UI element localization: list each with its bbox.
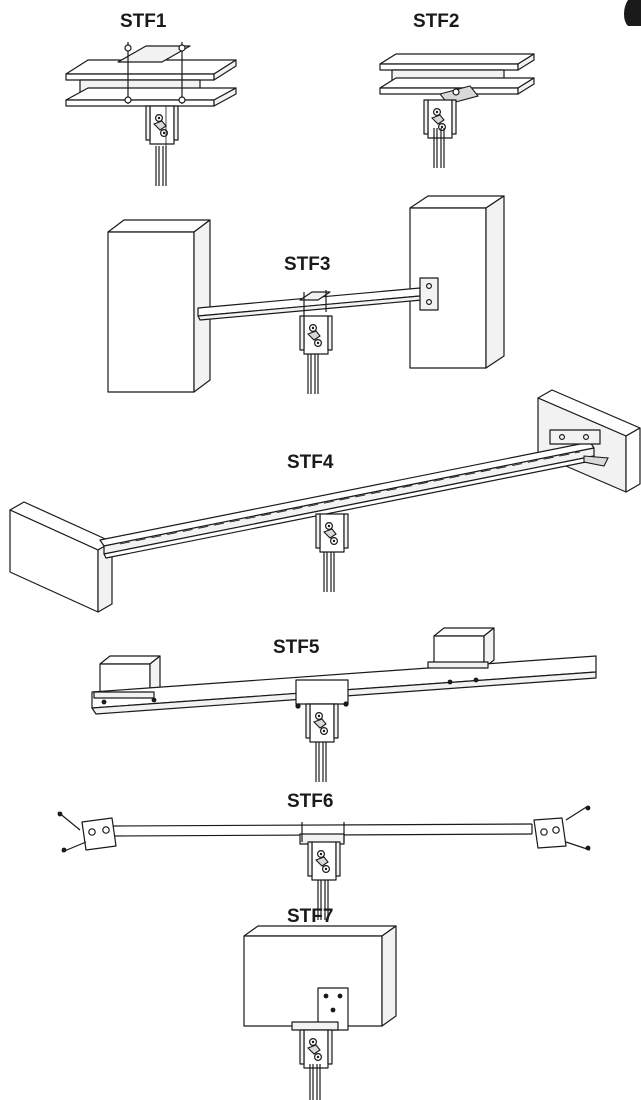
stf2-i-beam (379, 53, 535, 95)
figure-stf5: STF5 (91, 627, 597, 783)
figure-label-stf5: STF5 (273, 637, 320, 658)
stf4-pendant-clamp (315, 513, 349, 553)
stf3-wall-bracket (419, 277, 439, 311)
stf3-cross-clamp (299, 290, 331, 316)
figure-stf3: STF3 (107, 195, 505, 395)
figure-label-stf2: STF2 (413, 11, 459, 32)
stf5-base-plates (93, 661, 489, 705)
figure-label-stf6: STF6 (287, 791, 333, 812)
stf3-pendant-clamp (299, 315, 333, 355)
figure-label-stf4: STF4 (287, 452, 334, 473)
stf3-left-wall-block (107, 219, 211, 393)
stf6-pendant-clamp (307, 841, 341, 881)
stf1-i-beam (65, 59, 237, 107)
stf7-wall-plate (291, 987, 349, 1031)
stf7-pendant-clamp (299, 1029, 333, 1069)
stf4-long-strut (99, 441, 597, 559)
stf4-left-wall-block (9, 501, 113, 613)
stf4-end-bracket (549, 429, 609, 467)
stf1-pendant-clamp (145, 105, 179, 145)
stf1-clamp-plate (117, 42, 191, 104)
stf3-pipes (307, 353, 319, 395)
stf4-pipes (323, 551, 335, 593)
stf5-hanger-bracket (295, 679, 349, 709)
figure-stf7: STF7 (243, 906, 397, 1100)
figure-label-stf1: STF1 (120, 11, 167, 32)
figure-stf4: STF4 (9, 389, 641, 613)
stf7-wall-block (243, 925, 397, 1027)
figure-label-stf3: STF3 (284, 254, 330, 275)
figure-stf6: STF6 (57, 791, 591, 921)
stf2-pendant-clamp (423, 99, 457, 139)
figure-label-stf7: STF7 (287, 906, 333, 927)
stf5-pendant-clamp (305, 703, 339, 743)
stf6-left-end-bracket (57, 811, 117, 853)
stf6-right-end-bracket (533, 805, 591, 851)
figure-stf2: STF2 (379, 11, 535, 169)
stf7-pipes (309, 1063, 321, 1100)
stf1-pipes (155, 145, 167, 187)
stf5-pipes (315, 741, 327, 783)
figure-stf1: STF1 (65, 11, 237, 187)
page-tab-icon (624, 0, 641, 26)
